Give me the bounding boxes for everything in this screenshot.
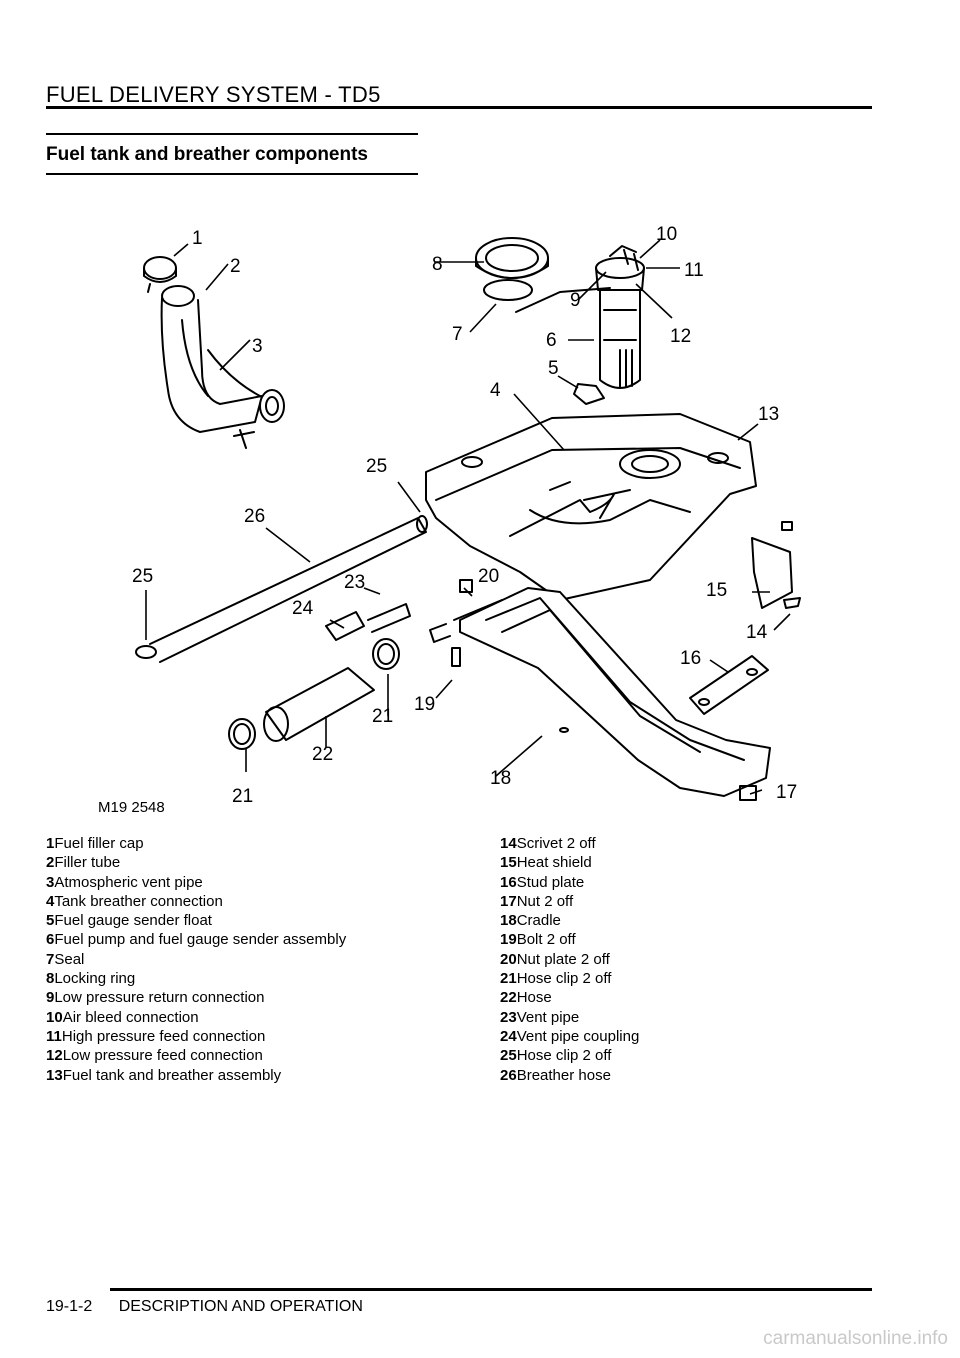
- hose-clip-parts: [228, 638, 400, 750]
- seal-part: [483, 279, 533, 301]
- callout-19: 19: [414, 694, 435, 715]
- legend-item: 20Nut plate 2 off: [500, 950, 610, 968]
- legend-item: 1Fuel filler cap: [46, 835, 144, 852]
- watermark: carmanualsonline.info: [763, 1328, 948, 1349]
- callout-1: 1: [192, 228, 203, 249]
- legend-left-column: 1Fuel filler cap 2Filler tube 3Atmospher…: [46, 834, 466, 1085]
- callout-23: 23: [344, 572, 365, 593]
- header-rule: [46, 106, 872, 109]
- section-title: Fuel tank and breather components: [46, 144, 368, 165]
- callout-7: 7: [452, 324, 463, 345]
- legend-item: 9Low pressure return connection: [46, 989, 265, 1007]
- filler-tube-part: [160, 285, 285, 449]
- legend-item: 24Vent pipe coupling: [500, 1027, 640, 1045]
- callout-21b: 21: [372, 706, 393, 727]
- filler-cap-part: [143, 256, 177, 293]
- callout-3: 3: [252, 336, 263, 357]
- legend-item: 16Stud plate: [500, 873, 585, 891]
- legend-item: 3Atmospheric vent pipe: [46, 873, 203, 891]
- legend-right-column: 14Scrivet 2 off 15Heat shield 16Stud pla…: [500, 834, 880, 1085]
- cradle-part: [459, 587, 771, 797]
- footer-page-number: 19-1-2: [46, 1298, 93, 1315]
- section-rule-bottom: [46, 173, 418, 175]
- legend-item: 8Locking ring: [46, 970, 136, 988]
- hose-part: [263, 667, 375, 742]
- callout-5: 5: [548, 358, 559, 379]
- legend-item: 7Seal: [46, 950, 85, 968]
- callout-20: 20: [478, 566, 499, 587]
- callout-6: 6: [546, 330, 557, 351]
- callout-9: 9: [570, 290, 581, 311]
- legend-item: 23Vent pipe: [500, 1008, 580, 1026]
- callout-25b: 25: [366, 456, 387, 477]
- callout-16: 16: [680, 648, 701, 669]
- page-footer: 19-1-2 DESCRIPTION AND OPERATION: [46, 1298, 363, 1316]
- legend-item: 17Nut 2 off: [500, 892, 574, 910]
- heat-shield-part: [751, 537, 793, 609]
- legend-item: 26Breather hose: [500, 1066, 611, 1084]
- section-rule-top: [46, 133, 418, 135]
- fuel-pump-assembly-part: [515, 245, 645, 389]
- legend-item: 5Fuel gauge sender float: [46, 912, 212, 930]
- legend-item: 2Filler tube: [46, 854, 121, 872]
- fastener-parts: [451, 521, 801, 801]
- callout-8: 8: [432, 254, 443, 275]
- callout-25a: 25: [132, 566, 153, 587]
- legend-item: 14Scrivet 2 off: [500, 835, 596, 852]
- figure-reference: M19 2548: [98, 799, 165, 816]
- callout-labels: 1 2 3 4 5 6 7 8 9 10 11 12 13 14 15 16 1…: [132, 224, 797, 807]
- legend-item: 18Cradle: [500, 912, 561, 930]
- legend-item: 13Fuel tank and breather assembly: [46, 1066, 282, 1084]
- legend-item: 4Tank breather connection: [46, 892, 223, 910]
- locking-ring-part: [475, 237, 549, 279]
- legend-item: 21Hose clip 2 off: [500, 970, 612, 988]
- callout-21a: 21: [232, 786, 253, 807]
- legend-item: 25Hose clip 2 off: [500, 1047, 612, 1065]
- callout-12: 12: [670, 326, 691, 347]
- legend-item: 10Air bleed connection: [46, 1008, 199, 1026]
- callout-10: 10: [656, 224, 677, 245]
- callout-14: 14: [746, 622, 768, 643]
- page-header-title: FUEL DELIVERY SYSTEM - TD5: [46, 82, 381, 107]
- legend-item: 15Heat shield: [500, 854, 592, 872]
- fuel-tank-part: [425, 413, 757, 601]
- callout-15: 15: [706, 580, 727, 601]
- legend-item: 19Bolt 2 off: [500, 931, 576, 949]
- stud-plate-part: [689, 655, 769, 715]
- callout-13: 13: [758, 404, 779, 425]
- legend-item: 12Low pressure feed connection: [46, 1047, 263, 1065]
- legend-item: 11High pressure feed connection: [46, 1027, 266, 1045]
- fuel-tank-exploded-diagram: 1 2 3 4 5 6 7 8 9 10 11 12 13 14 15 16 1…: [98, 224, 801, 816]
- callout-4: 4: [490, 380, 501, 401]
- leader-lines: [145, 239, 791, 795]
- callout-26: 26: [244, 506, 265, 527]
- callout-18: 18: [490, 768, 511, 789]
- callout-24: 24: [292, 598, 314, 619]
- legend-item: 22Hose: [500, 989, 552, 1007]
- footer-rule: [110, 1288, 872, 1291]
- legend-item: 6Fuel pump and fuel gauge sender assembl…: [46, 931, 347, 949]
- sender-float-part: [573, 383, 605, 405]
- callout-22: 22: [312, 744, 333, 765]
- breather-hose-part: [135, 515, 428, 663]
- callout-17: 17: [776, 782, 797, 803]
- callout-2: 2: [230, 256, 241, 277]
- footer-section-name: DESCRIPTION AND OPERATION: [118, 1298, 363, 1315]
- callout-11: 11: [684, 260, 704, 281]
